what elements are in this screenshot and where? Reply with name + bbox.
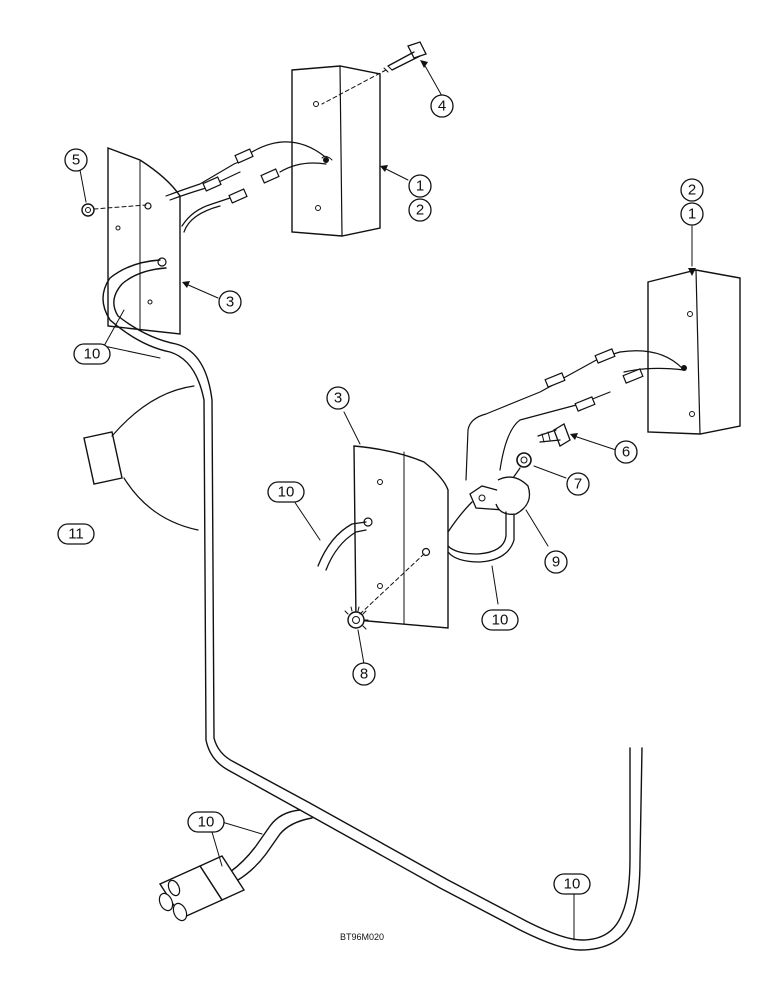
callout-11: 11 (57, 523, 95, 545)
lock-washer-part (344, 553, 425, 630)
callout-11-label: 11 (68, 526, 84, 543)
figure-code: BT96M020 (340, 932, 384, 942)
right-lamp-wires (465, 348, 685, 481)
nut-part (81, 203, 147, 217)
callout-5-label: 5 (72, 152, 80, 169)
callout-10-lower-right: 10 (553, 873, 591, 895)
callout-1-right: 1 (680, 202, 704, 226)
callout-3-upper: 3 (218, 290, 242, 314)
callout-2-right-label: 2 (688, 182, 696, 199)
callout-3-lower-label: 3 (334, 390, 342, 407)
callout-10-lower-right-label: 10 (564, 876, 581, 893)
callout-8-label: 8 (360, 666, 368, 683)
callout-10-short: 10 (267, 481, 305, 503)
callout-4: 4 (430, 94, 454, 118)
callout-2-upper-label: 2 (416, 202, 424, 219)
callout-10-clamp-label: 10 (492, 612, 509, 629)
callout-10-connector-label: 10 (198, 814, 215, 831)
callout-3-upper-label: 3 (226, 294, 234, 311)
callout-6-label: 6 (622, 444, 630, 461)
short-harness (317, 521, 367, 571)
callout-10-main: 10 (73, 343, 111, 365)
callout-9: 9 (544, 550, 568, 574)
bolt-part (321, 41, 427, 105)
callout-8: 8 (352, 662, 376, 686)
upper-wires (165, 141, 329, 233)
callout-7: 7 (566, 472, 590, 496)
bracket-to-clamp-harness (447, 501, 515, 563)
leader-lines (79, 60, 696, 941)
main-harness (102, 259, 643, 951)
callout-5: 5 (64, 148, 88, 172)
callout-10-connector: 10 (187, 811, 225, 833)
callout-7-label: 7 (574, 476, 582, 493)
callout-2-right: 2 (680, 178, 704, 202)
callout-10-short-label: 10 (278, 484, 295, 501)
callout-3-lower: 3 (326, 386, 350, 410)
right-lamp-housing (647, 269, 741, 435)
screw-part (537, 423, 571, 447)
callout-10-main-label: 10 (84, 346, 101, 363)
callout-4-label: 4 (438, 98, 446, 115)
wire-clamp-part (469, 476, 531, 515)
callout-2-upper: 2 (408, 198, 432, 222)
decal-part (83, 385, 199, 531)
callout-9-label: 9 (552, 554, 560, 571)
lower-bracket (353, 445, 449, 629)
callout-6: 6 (614, 440, 638, 464)
harness-connector (158, 855, 246, 922)
callout-1-upper-label: 1 (416, 178, 424, 195)
upper-left-bracket (107, 146, 181, 335)
callout-1-upper: 1 (408, 174, 432, 198)
callout-10-clamp: 10 (481, 609, 519, 631)
upper-lamp-housing (291, 65, 381, 237)
callout-1-right-label: 1 (688, 206, 696, 223)
